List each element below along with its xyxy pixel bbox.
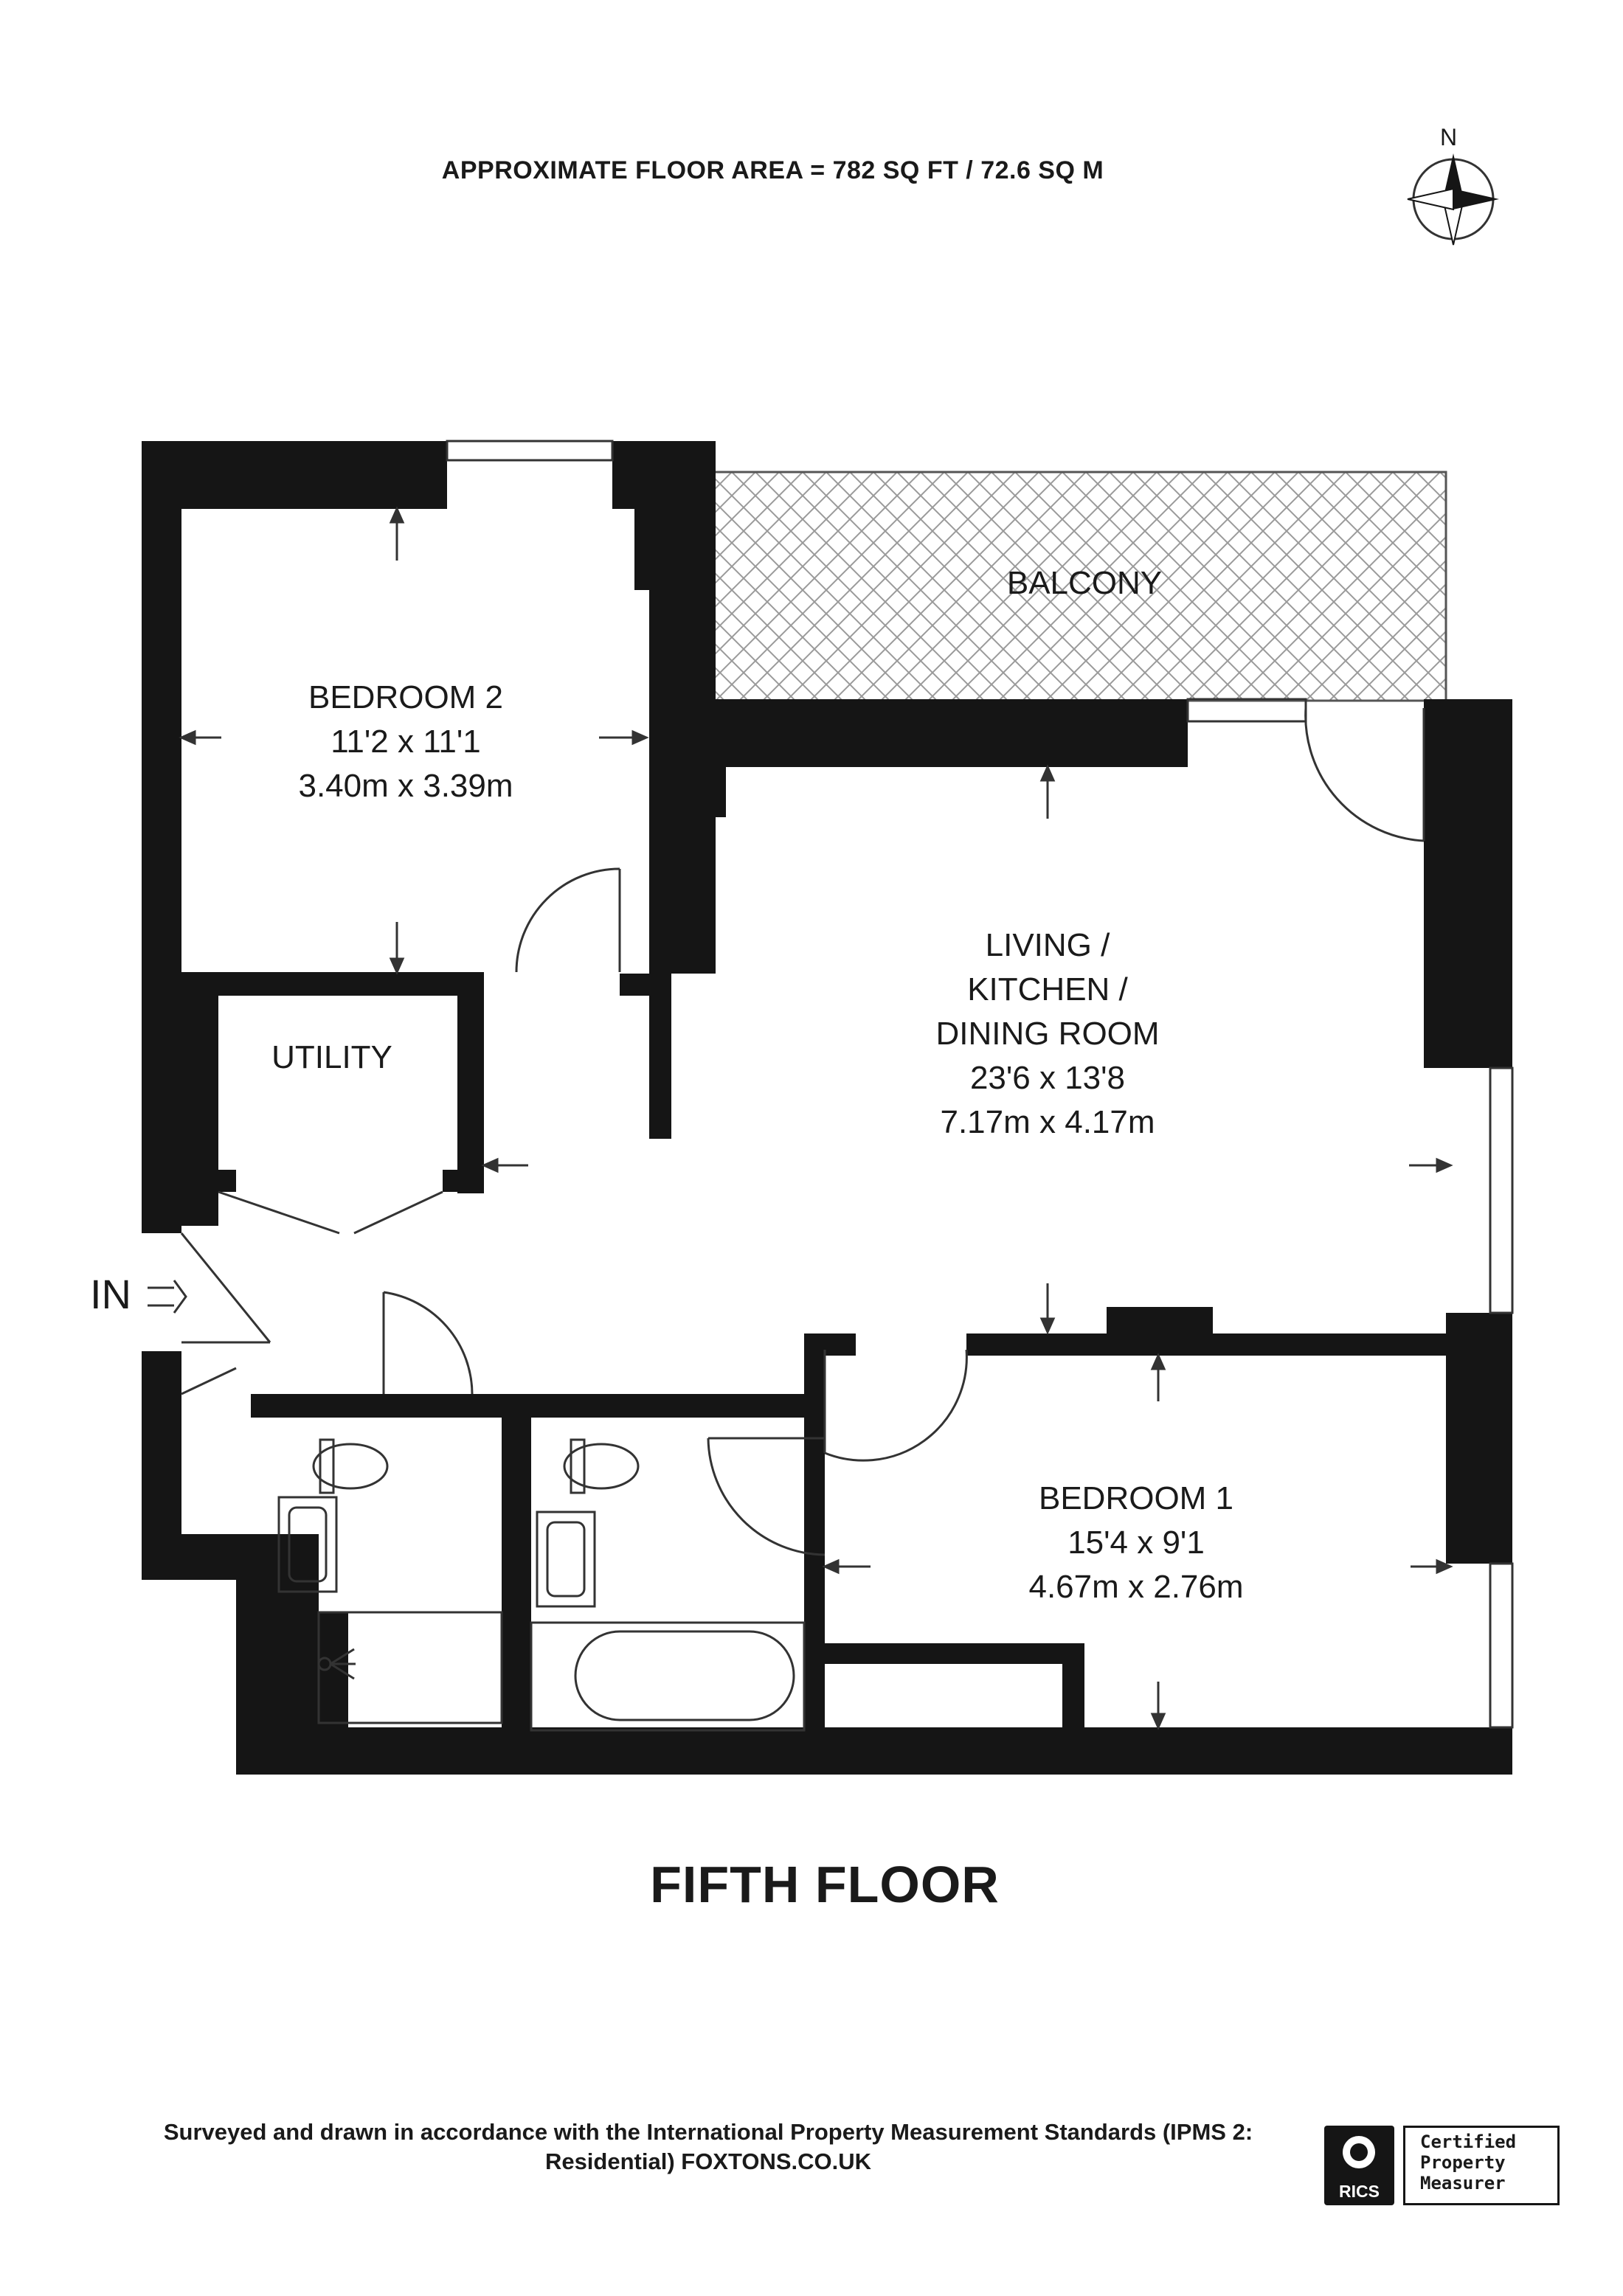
rics-label: RICS bbox=[1339, 2182, 1380, 2201]
compass-north-label: N bbox=[1440, 124, 1458, 150]
balcony-name: BALCONY bbox=[1007, 565, 1162, 601]
bedroom2-name: BEDROOM 2 bbox=[308, 679, 503, 715]
walls bbox=[142, 441, 1512, 1775]
living-line2: KITCHEN / bbox=[967, 971, 1128, 1007]
footer-line-2: Residential) FOXTONS.CO.UK bbox=[544, 2148, 872, 2174]
dimension-arrows bbox=[179, 506, 1453, 1730]
rics-logo-icon bbox=[1324, 2126, 1394, 2205]
bedroom1-imperial: 15'4 x 9'1 bbox=[1067, 1525, 1205, 1561]
fixtures bbox=[277, 1438, 806, 1732]
bedroom1-name: BEDROOM 1 bbox=[1039, 1480, 1233, 1516]
toilet-icon bbox=[312, 1438, 389, 1494]
compass-icon bbox=[1407, 153, 1499, 246]
living-line3: DINING ROOM bbox=[935, 1016, 1159, 1052]
sink-icon bbox=[536, 1511, 596, 1608]
shower-icon bbox=[317, 1611, 503, 1724]
bath-icon bbox=[530, 1621, 806, 1732]
door-swings bbox=[180, 707, 1425, 1556]
toilet-icon bbox=[563, 1438, 640, 1494]
balcony bbox=[713, 471, 1447, 702]
living-line1: LIVING / bbox=[986, 927, 1110, 963]
floor-area-text: APPROXIMATE FLOOR AREA = 782 SQ FT / 72.… bbox=[441, 156, 1104, 184]
lion-icon bbox=[1343, 2136, 1375, 2168]
living-imperial: 23'6 x 13'8 bbox=[970, 1060, 1125, 1096]
bedroom2-imperial: 11'2 x 11'1 bbox=[331, 724, 481, 760]
utility-name: UTILITY bbox=[271, 1039, 392, 1075]
certified-line-1: Certified bbox=[1420, 2132, 1517, 2152]
living-metric: 7.17m x 4.17m bbox=[940, 1104, 1155, 1140]
footer-line-1: Surveyed and drawn in accordance with th… bbox=[163, 2119, 1253, 2145]
bedroom1-metric: 4.67m x 2.76m bbox=[1028, 1569, 1243, 1605]
sink-icon bbox=[277, 1496, 338, 1593]
certified-measurer-box bbox=[1403, 2126, 1560, 2205]
certified-line-3: Measurer bbox=[1420, 2173, 1506, 2193]
bedroom2-metric: 3.40m x 3.39m bbox=[298, 768, 513, 804]
floor-title: FIFTH FLOOR bbox=[650, 1856, 1000, 1913]
entrance-label: IN bbox=[90, 1271, 131, 1317]
certified-line-2: Property bbox=[1420, 2152, 1506, 2173]
entrance-arrow-icon bbox=[148, 1280, 187, 1314]
room-labels: BEDROOM 2 11'2 x 11'1 3.40m x 3.39m BALC… bbox=[271, 565, 1243, 1605]
